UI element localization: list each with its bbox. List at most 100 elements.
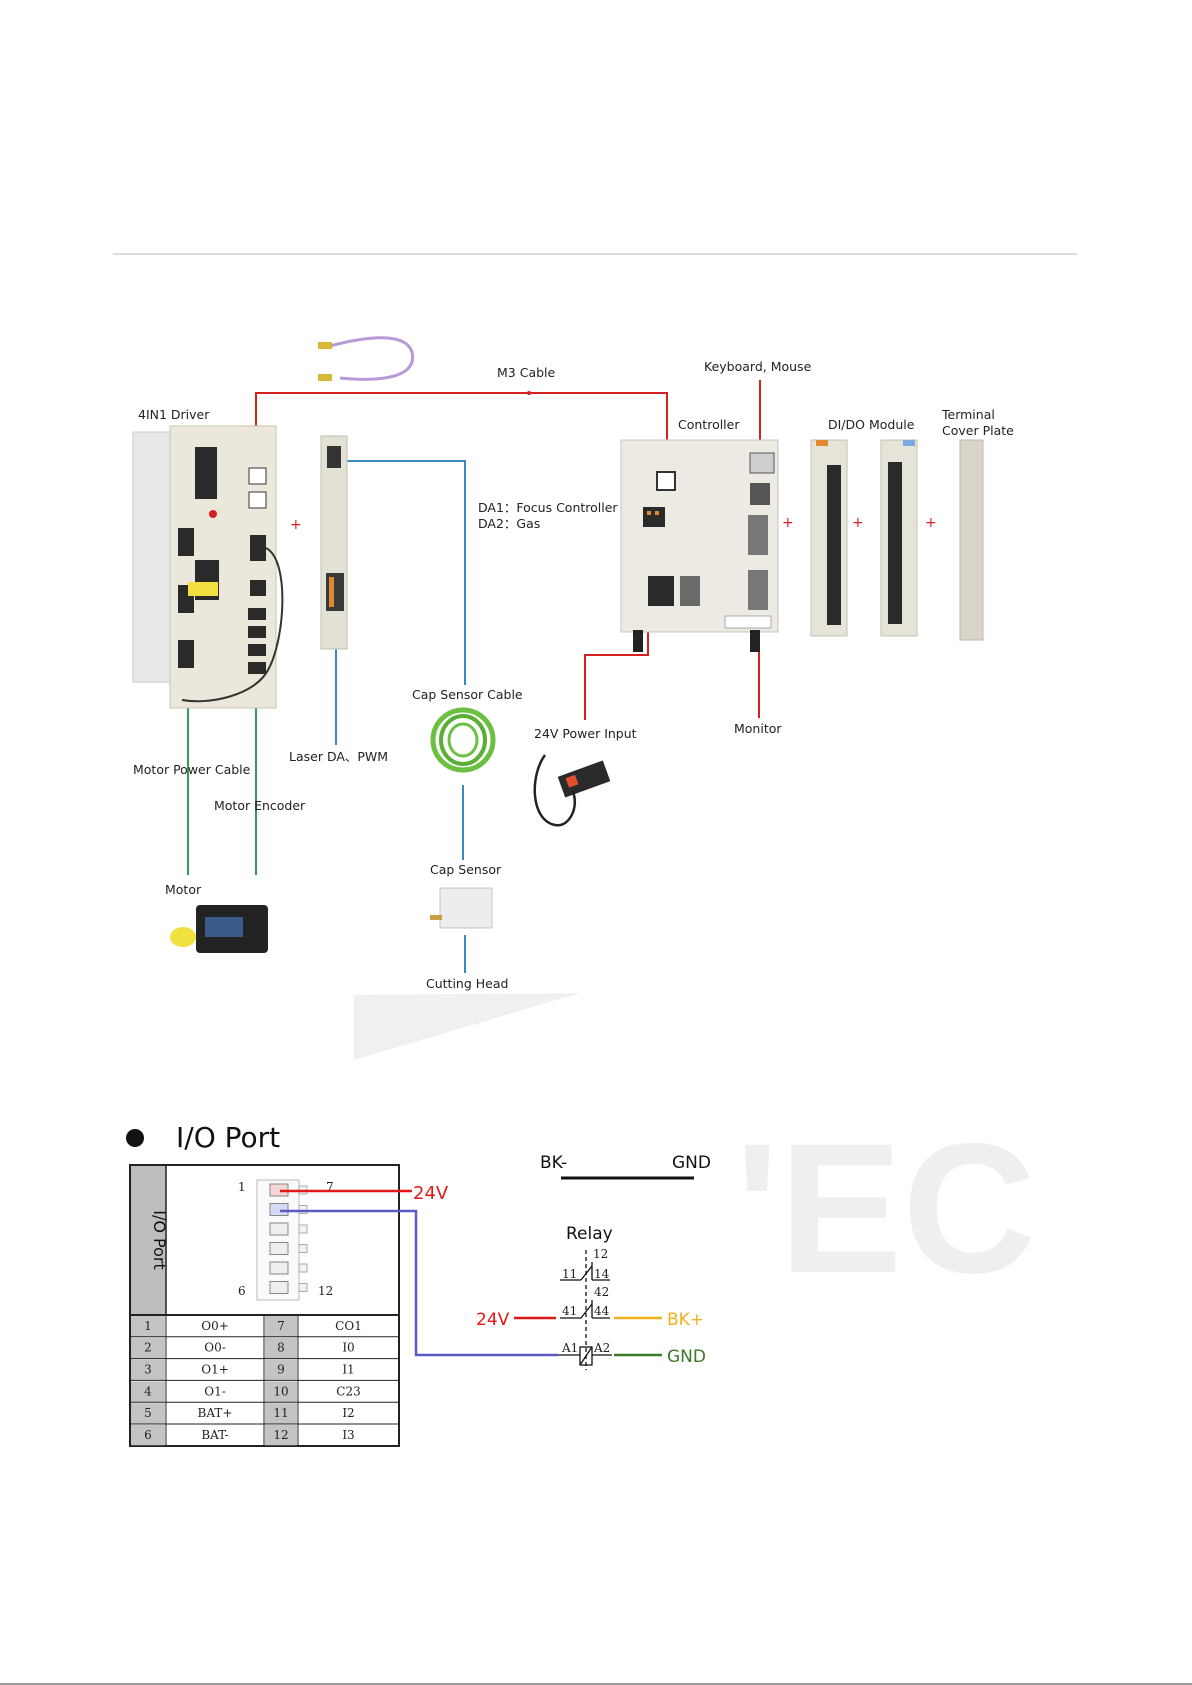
pin-number-cell-bg [131, 1381, 165, 1403]
pin-number-cell: 8 [277, 1341, 285, 1355]
bk-plus-label: BK+ [667, 1310, 704, 1330]
pin-number-cell: 3 [144, 1363, 152, 1377]
label-motor: Motor [165, 882, 202, 897]
pin-number-cell: 11 [273, 1406, 288, 1420]
relay-terminal-44: 44 [594, 1304, 610, 1318]
pin-number-cell-bg [265, 1359, 297, 1381]
label-cap-sensor: Cap Sensor [430, 862, 502, 877]
dido-module-1 [810, 439, 848, 637]
connector-body [256, 1179, 300, 1301]
pin-number-cell: 10 [273, 1384, 288, 1398]
relay-title: Relay [566, 1224, 613, 1244]
dido-module-2 [880, 439, 918, 637]
pin-signal-cell: I1 [342, 1363, 354, 1377]
connector-tab [298, 1263, 308, 1273]
pin-signal-cell: C23 [336, 1384, 360, 1398]
pin-number-cell: 5 [144, 1406, 152, 1420]
connector-tab [298, 1283, 308, 1292]
driver-unit [132, 425, 284, 709]
pin-signal-cell: I2 [342, 1406, 354, 1420]
connector-tab [298, 1224, 308, 1234]
plus-sign: + [925, 515, 937, 531]
label-cutting-head: Cutting Head [426, 976, 508, 991]
pin-number-cell-bg [131, 1425, 165, 1446]
controller-unit [620, 439, 779, 652]
pin-number-cell: 12 [273, 1428, 288, 1442]
label-terminal: Terminal [941, 407, 995, 422]
label-controller: Controller [678, 417, 740, 432]
pin-number-cell-bg [131, 1359, 165, 1381]
connector-pin [269, 1281, 289, 1294]
pin-number-cell-bg [265, 1337, 297, 1359]
power-supply [533, 754, 611, 827]
pin-number-cell-bg [265, 1425, 297, 1446]
plus-sign: + [290, 517, 302, 533]
pin-signal-cell: O0- [204, 1341, 226, 1355]
pin-6-label: 6 [238, 1284, 246, 1298]
pin-1-label: 1 [238, 1180, 246, 1194]
relay-terminal-42: 42 [594, 1285, 609, 1299]
connector-pin [269, 1203, 289, 1216]
label-cover-plate: Cover Plate [942, 423, 1014, 438]
connector-pin [269, 1261, 289, 1275]
bk-minus-label: BK- [540, 1153, 567, 1173]
relay-terminal-a2: A2 [593, 1341, 610, 1355]
relay-24v-label: 24V [476, 1310, 510, 1330]
relay-symbol [558, 1250, 612, 1370]
relay-terminal-14: 14 [594, 1267, 610, 1281]
pin-number-cell: 2 [144, 1341, 152, 1355]
label-da2: DA2：Gas [478, 516, 540, 531]
pin-signal-cell: I3 [342, 1428, 354, 1442]
m3-cable-node [527, 391, 531, 395]
io-section-title: I/O Port [176, 1121, 280, 1154]
io-port-side-label: I/O Port [150, 1210, 169, 1270]
pin-number-cell: 4 [144, 1384, 152, 1398]
laser-module [320, 435, 348, 650]
terminal-cover-plate [959, 439, 984, 641]
connector-pin [269, 1222, 289, 1236]
signal-wire [280, 1209, 558, 1357]
connector-tab [298, 1205, 308, 1214]
pin-7-label: 7 [326, 1180, 334, 1194]
pin-number-cell: 7 [277, 1319, 285, 1333]
label-dido-module: DI/DO Module [828, 417, 915, 432]
watermark-shape [354, 993, 580, 1060]
pin-signal-cell: O0+ [201, 1319, 229, 1333]
plus-sign: + [852, 515, 864, 531]
pin-signal-cell: O1- [204, 1384, 226, 1398]
pin-signal-cell: BAT+ [198, 1406, 233, 1420]
gnd-label: GND [667, 1347, 706, 1367]
label-driver: 4IN1 Driver [138, 407, 210, 422]
io-connector [256, 1179, 308, 1301]
connector-pin [269, 1242, 289, 1255]
relay-terminal-11: 11 [562, 1267, 577, 1281]
pin-number-cell-bg [265, 1403, 297, 1424]
pin-12-label: 12 [318, 1284, 333, 1298]
label-cap-sensor-cable: Cap Sensor Cable [412, 687, 523, 702]
label-power-input: 24V Power Input [534, 726, 637, 741]
pin-number-cell: 6 [144, 1428, 152, 1442]
label-m3-cable: M3 Cable [497, 365, 556, 380]
pin-number-cell: 9 [277, 1363, 285, 1377]
pin-number-cell: 1 [144, 1319, 152, 1333]
label-motor-encoder: Motor Encoder [214, 798, 306, 813]
label-laser: Laser DA、PWM [289, 749, 388, 764]
pin-number-cell-bg [131, 1337, 165, 1359]
pin-signal-cell: O1+ [201, 1363, 229, 1377]
pin-number-cell-bg [265, 1316, 297, 1337]
label-da1: DA1：Focus Controller [478, 500, 618, 515]
gnd-top-label: GND [672, 1153, 711, 1173]
pin-number-cell-bg [131, 1403, 165, 1424]
plus-sign: + [782, 515, 794, 531]
24v-top-label: 24V [413, 1183, 449, 1204]
connector-tab [298, 1244, 308, 1253]
pin-signal-cell: CO1 [335, 1319, 362, 1333]
motor-image [170, 905, 268, 953]
label-keyboard-mouse: Keyboard, Mouse [704, 359, 812, 374]
section-bullet [126, 1129, 144, 1147]
laser-cable-line [345, 460, 466, 685]
cap-sensor-cable-coil [430, 707, 496, 773]
m3-cable-coil [318, 336, 415, 381]
pin-signal-cell: BAT- [201, 1428, 228, 1442]
